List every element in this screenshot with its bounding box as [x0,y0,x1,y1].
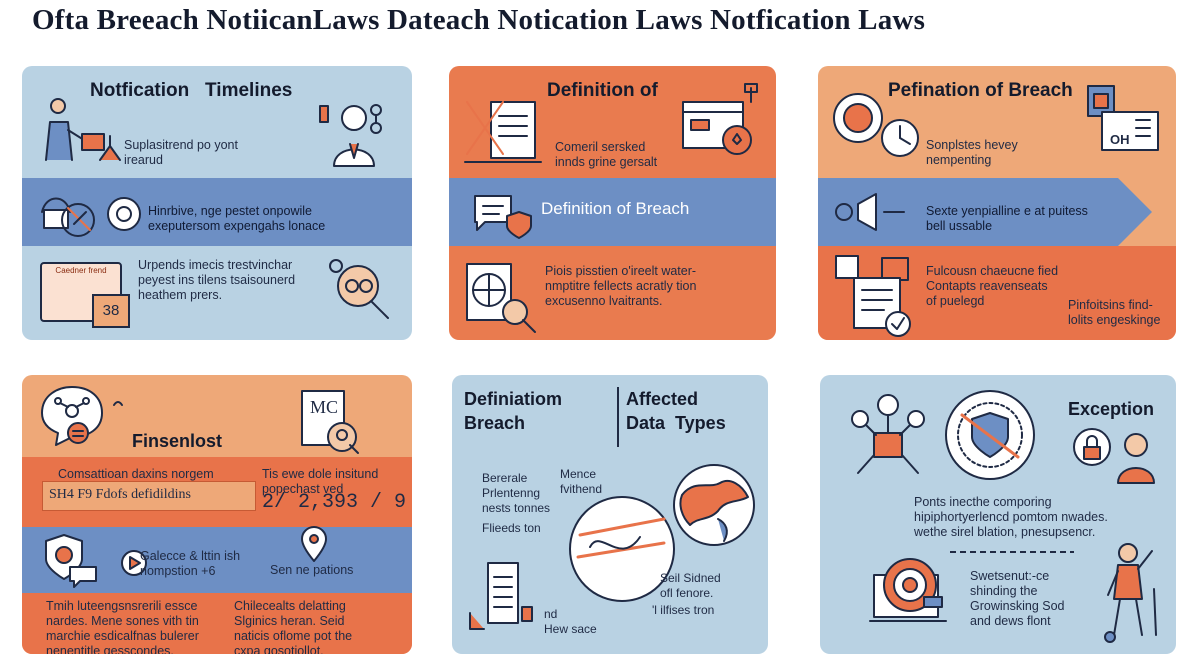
card-text-1: Ponts inecthe comporing hipiphortyerlenc… [914,495,1108,539]
magnifier-icon [329,259,389,319]
world-map-icon [673,464,755,546]
card-text-4: Seil Sidned ofl fenore. [660,571,721,600]
calendar-tag-label: Caedner frend [55,266,107,275]
band-arrow-head [1118,178,1152,246]
laptop-signal-icon [869,558,947,622]
document-search-icon [301,390,359,454]
card-text-3: Flieeds ton [482,521,541,535]
dashed-connector [950,551,1074,553]
count-value: 2/ 2,393 / 9 [262,491,407,514]
sign-label: OH [1110,132,1130,147]
seal-clock-icon [833,93,919,157]
person-lock-icon [1073,428,1155,484]
card-definition: Definition of Comeril sersked innds grin… [449,66,776,340]
card-text-2: Swetsenut:-ce shinding the Growinsking S… [970,569,1065,628]
card-text-1: Suplasitrend po yont irearud [124,138,238,167]
card-heading-data-types: Affected Data Types [626,389,726,433]
person-easel-icon [45,98,121,161]
card-text-1: Sonplstes hevey nempenting [926,138,1018,167]
card-heading-breach: Definiatiom Breach [464,389,563,433]
scissors-document-icon [464,101,542,163]
card-text-2: Sexte yenpialline e at puitess bell ussa… [926,204,1088,233]
megaphone-icon [835,193,905,231]
globe-tablet-icon [466,263,536,333]
card-text-2: Tis ewe dole insitund popechast ved [262,467,379,496]
card-text-2: Piois pisstien o'ireelt water- nmptitre … [545,264,697,308]
card-text-2: Mence fvithend [560,467,603,496]
card-text-1: Comsattioan daxins norgem [58,467,214,481]
card-text-1: Bererale Prlentenng nests tonnes [482,471,551,515]
card-exception: Exception Ponts inecthe comporing hipiph… [820,375,1176,654]
card-text-4: Sen ne pations [270,563,354,577]
sign-board-icon [1087,85,1159,151]
heading-divider [617,387,619,447]
doc-label: MC [310,397,339,417]
card-pefination-breach: Pefination of Breach Sonplstes hevey nem… [818,66,1176,340]
card-notification-timelines: Notfication Timelines Suplasitrend po yo… [22,66,412,340]
worker-figure-icon [1104,543,1157,643]
seal-shield-icon [945,390,1035,480]
card-text-4: Pinfoitsins find- lolits engeskinge [1068,298,1161,327]
card-text-3: Fulcousn chaeucne fied Contapts reavense… [926,264,1059,308]
code-field: SH4 F9 Fdofs defidildins [42,481,256,511]
card-text-3: Urpends imecis trestvinchar peyest ins t… [138,258,296,302]
card-heading: Finsenlost [132,431,223,451]
card-text-3: Galecce & lttin ish nompstion +6 [140,549,241,578]
phone-checklist-icon [469,562,533,630]
card-text-2: Hinrbive, nge pestet onpowile exeputerso… [148,204,326,233]
card-affected-data: Definiatiom Breach Affected Data Types B… [452,375,768,654]
shield-chat-icon [45,534,147,588]
chat-network-icon [41,386,123,446]
card-text-6: nd Hew sace [544,607,597,636]
breach-circle-illustration [569,496,675,602]
card-text-5: Tmih luteengsnsrerili essce nardes. Mene… [46,599,199,654]
person-avatar-icon [319,104,382,167]
card-finsenlost: Finsenlost MC Comsattioan daxins norgem … [22,375,412,654]
document-checklist-icon [835,255,911,337]
people-network-icon [851,394,925,474]
code-field-value: SH4 F9 Fdofs defidildins [49,487,191,502]
page-title: Ofta Breeach NotiicanLaws Dateach Notica… [32,4,926,36]
location-pin-icon [301,526,327,562]
browser-shield-icon [682,83,758,155]
card-text-1: Comeril sersked innds grine gersalt [555,140,658,169]
card-heading: Pefination of Breach [888,80,1073,101]
percentage-badge: 38 [92,294,130,328]
privacy-icons-cluster [41,197,141,237]
card-heading: Exception [1068,399,1155,419]
card-heading: Definition of [547,80,658,101]
card-band-bottom [22,593,412,654]
card-text-6: Chilecealts delatting Slginics heran. Se… [234,599,353,654]
band-heading: Definition of Breach [541,199,690,218]
chat-shield-icon [474,195,532,239]
card-text-5: 'l ilfises tron [652,603,715,617]
card-heading: Notfication Timelines [90,80,293,101]
